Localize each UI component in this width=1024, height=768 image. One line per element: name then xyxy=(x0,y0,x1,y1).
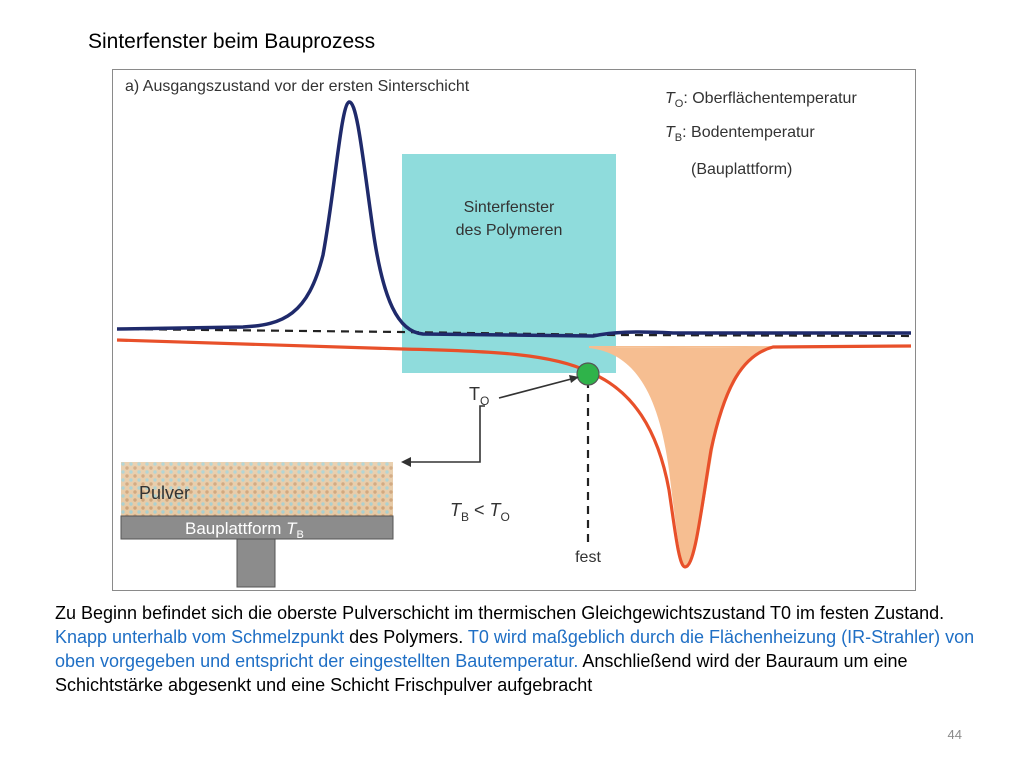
slide-caption: Zu Beginn befindet sich die oberste Pulv… xyxy=(55,601,980,697)
platform-label: Bauplattform xyxy=(185,519,281,538)
svg-text:TB: Bodentemperatur: TB: Bodentemperatur xyxy=(665,124,815,144)
sinter-window-label-line1: Sinterfenster xyxy=(464,199,555,216)
legend-t-o-sub: O xyxy=(675,98,684,110)
sinter-window-label-line2: des Polymeren xyxy=(456,222,563,239)
caption-part-4: T0 wird maßgeblich durch die Flächenheiz… xyxy=(55,627,975,671)
t-o-marker-sub: O xyxy=(480,394,489,408)
heating-curve xyxy=(116,100,911,338)
caption-part-5: Anschließend wird der Bauraum um eine Sc… xyxy=(55,651,908,695)
t-o-arrow xyxy=(498,377,576,399)
platform-symbol: T xyxy=(286,519,298,538)
sinter-window-diagram: Sinterfenster des Polymeren TO Pulver xyxy=(112,69,916,591)
svg-text:Bauplattform TB: Bauplattform TB xyxy=(185,519,304,541)
relation-right: T xyxy=(490,500,503,520)
relation-right-sub: O xyxy=(501,510,510,524)
legend-t-o-text: : Oberflächentemperatur xyxy=(683,90,857,107)
caption-part-2: Knapp unterhalb vom Schmelzpunkt xyxy=(55,627,345,647)
cooling-peak-fill xyxy=(589,346,911,567)
platform-pillar xyxy=(236,538,276,588)
caption-part-3: des Polymers. xyxy=(344,627,468,647)
powder-label: Pulver xyxy=(139,483,190,503)
legend-t-b-text: : Bodentemperatur xyxy=(682,124,815,141)
relation-operator: < xyxy=(469,500,490,520)
panel-label: a) Ausgangszustand vor der ersten Sinter… xyxy=(125,78,470,95)
legend-t-b-symbol: T xyxy=(665,124,676,141)
relation-left: T xyxy=(450,500,463,520)
relation-left-sub: B xyxy=(461,510,469,524)
solid-label: fest xyxy=(575,549,601,566)
svg-text:TB < TO: TB < TO xyxy=(450,500,510,524)
caption-part-1: Zu Beginn befindet sich die oberste Pulv… xyxy=(55,603,945,623)
slide-title: Sinterfenster beim Bauprozess xyxy=(88,30,376,53)
platform-sub: B xyxy=(297,529,304,541)
heating-baseline-dashed xyxy=(116,327,914,338)
page-number: 44 xyxy=(947,727,962,742)
t-o-to-powder-arrow xyxy=(409,405,485,463)
legend-t-b-sub: B xyxy=(675,132,682,144)
t-o-marker-symbol: T xyxy=(469,384,480,404)
t-o-point-marker xyxy=(576,362,600,386)
svg-text:TO: Oberflächentemperatur: TO: Oberflächentemperatur xyxy=(665,90,857,110)
sinter-window-box xyxy=(402,154,616,373)
svg-text:TO: TO xyxy=(469,384,489,408)
cooling-curve xyxy=(116,338,912,569)
legend-t-o-symbol: T xyxy=(665,90,676,107)
legend-t-b-note: (Bauplattform) xyxy=(691,161,792,178)
